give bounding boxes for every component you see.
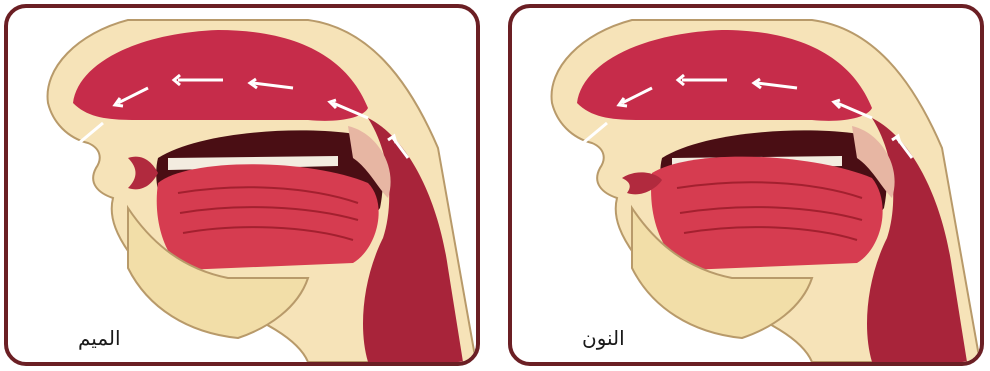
panel-meem: الميم [4, 4, 480, 366]
vocal-tract-diagram [512, 8, 980, 362]
panel-noon: النون [508, 4, 984, 366]
vocal-tract-diagram [8, 8, 476, 362]
caption-noon: النون [582, 326, 625, 350]
caption-meem: الميم [78, 326, 121, 350]
